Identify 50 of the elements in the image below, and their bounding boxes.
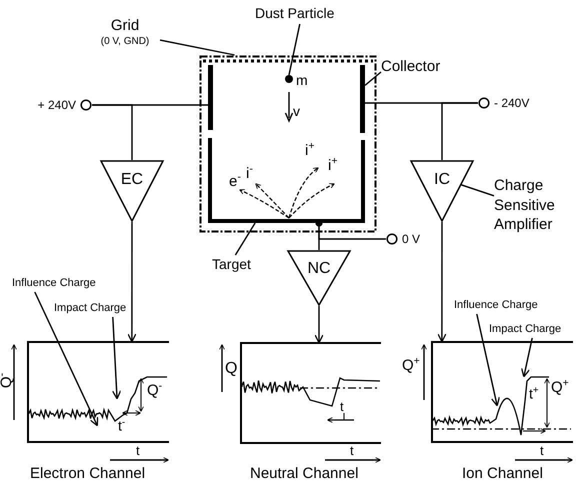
callout-label: Dust Particle [255, 4, 367, 24]
voltage-label: 0 V [402, 232, 420, 246]
symbol-label: i$^{+}$ [328, 156, 338, 173]
symbol-label: i$^{+}$ [305, 141, 314, 158]
voltage-label: + 240V [38, 98, 76, 112]
symbol-label: e$^{-}$ [229, 172, 241, 189]
amplifier-label: EC [120, 172, 144, 188]
axis-label: t [540, 444, 544, 457]
callout-label: Impact Charge [54, 301, 152, 317]
symbol-label: Q$^{-}$ [147, 381, 162, 398]
axis-label: t [136, 444, 140, 457]
leader-line [160, 39, 235, 56]
channel-label: Neutral Channel [250, 466, 358, 481]
wire [441, 102, 478, 160]
symbol-label: t$^{-}$ [118, 418, 126, 433]
voltage-label: - 240V [494, 96, 530, 110]
arrow [314, 306, 324, 344]
leader-line [460, 184, 494, 196]
callout-label: Charge Sensitive Amplifier [494, 176, 580, 242]
callout-label: Collector [381, 57, 465, 77]
symbol-label: v [293, 104, 300, 118]
callout-note: (0 V, GND) [100, 36, 150, 48]
callout-label: Impact Charge [489, 322, 585, 338]
leader-line [112, 316, 122, 400]
symbol-label: Q$^{+}$ [551, 378, 569, 395]
arrow [127, 222, 137, 342]
amplifier-label: IC [433, 172, 451, 188]
leader-line [520, 338, 533, 378]
leader-line [288, 24, 300, 76]
leader-line [476, 314, 500, 406]
collector-electrode [208, 65, 213, 130]
symbol-label: m [296, 73, 308, 87]
callout-label: Influence Charge [12, 276, 126, 292]
wire [92, 104, 133, 160]
channel-label: Electron Channel [30, 466, 146, 481]
axis-label: t [350, 444, 354, 457]
symbol-label: t$^{+}$ [529, 386, 539, 401]
collector-electrode [360, 65, 365, 133]
callout-label: Influence Charge [454, 298, 568, 314]
leader-line [364, 71, 382, 86]
leader-line [34, 292, 98, 426]
callout-label: Target [212, 255, 264, 275]
axis-label: Q$^{+}$ [402, 356, 420, 373]
amplifier-label: NC [306, 261, 332, 277]
callout-label: Grid [110, 17, 140, 36]
arrow [437, 222, 447, 342]
symbol-label: i$^{-}$ [246, 164, 253, 181]
symbol-label: t [340, 400, 344, 413]
leader-line [234, 222, 256, 256]
channel-label: Ion Channel [462, 466, 543, 481]
